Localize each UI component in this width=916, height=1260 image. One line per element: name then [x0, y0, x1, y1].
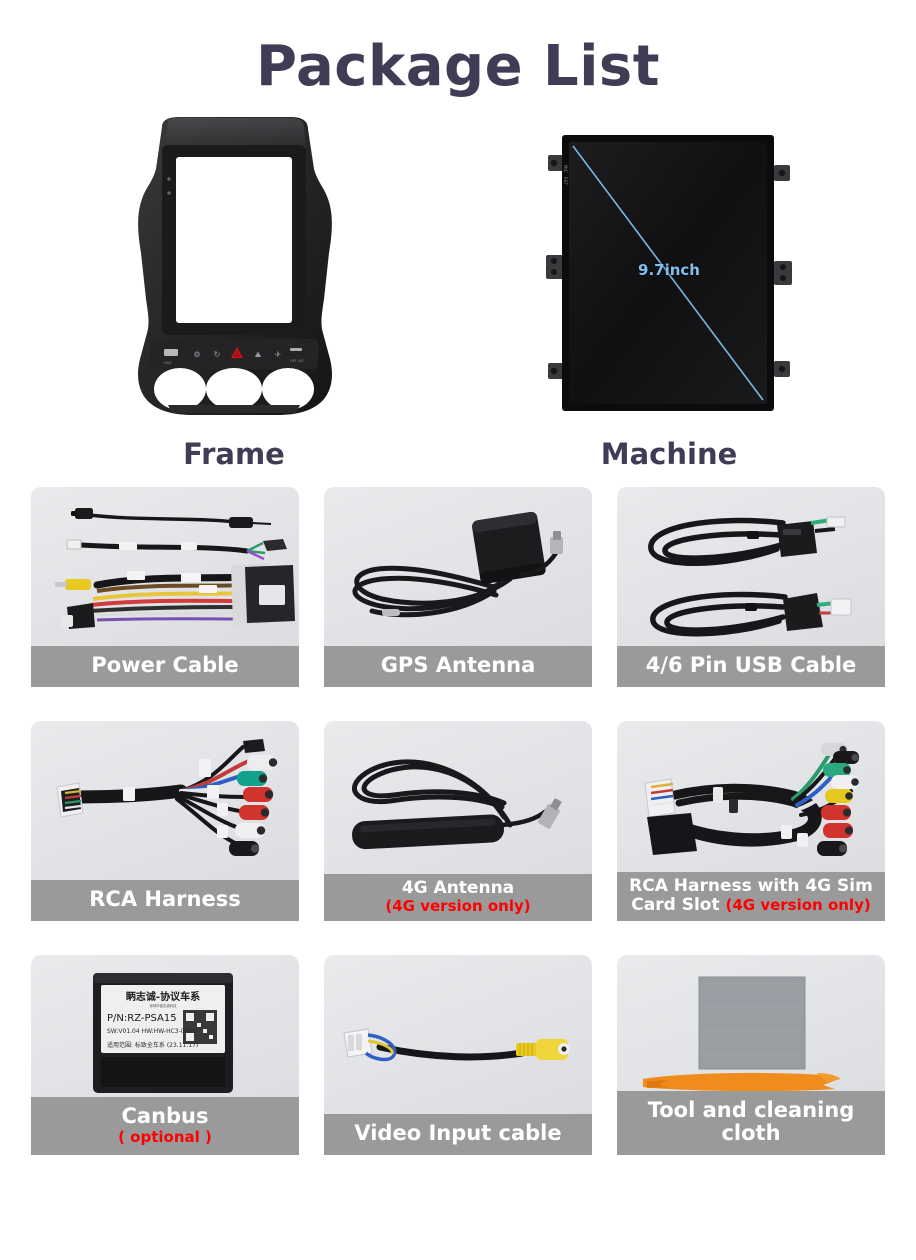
tool-cloth-image: [617, 955, 885, 1091]
svg-text:P/N:RZ-PSA15: P/N:RZ-PSA15: [107, 1013, 177, 1024]
accessory-label-note: ( optional ): [118, 1128, 212, 1146]
svg-text:HAZ: HAZ: [164, 361, 172, 365]
video-input-cable-image: [324, 955, 592, 1114]
svg-text:OFF A/C: OFF A/C: [290, 359, 305, 363]
accessory-card-canbus: 眪志诚-协议车系 深圳市盘志诚科技 P/N:RZ-PSA15 SW:V01.04…: [31, 954, 299, 1155]
frame-image: HAZ ⚙ ↻ ⛰ ✈ OFF A/C: [118, 116, 350, 427]
usb-cable-image: [617, 487, 885, 646]
hero-item-machine: MIC RST 9.7inch Machine: [540, 117, 798, 471]
svg-text:深圳市盘志诚科技: 深圳市盘志诚科技: [149, 1003, 177, 1008]
accessory-card-usb-cable: 4/6 Pin USB Cable: [617, 486, 885, 687]
accessory-label-text: Video Input cable: [354, 1121, 562, 1146]
svg-text:⚙: ⚙: [193, 350, 200, 359]
accessory-card-power-cable: Power Cable: [31, 486, 299, 687]
accessory-label-text: 4G Antenna: [401, 877, 515, 898]
power-cable-image: [31, 487, 299, 646]
accessory-card-rca-harness-sim: RCA Harness with 4G Sim Card Slot (4G ve…: [617, 720, 885, 921]
accessory-card-video-input-cable: Video Input cable: [324, 954, 592, 1155]
accessory-card-tool-cloth: Tool and cleaning cloth: [617, 954, 885, 1155]
hero-item-frame: HAZ ⚙ ↻ ⛰ ✈ OFF A/C: [118, 116, 350, 471]
hero-row: HAZ ⚙ ↻ ⛰ ✈ OFF A/C: [0, 111, 916, 471]
accessory-card-rca-harness: RCA Harness: [31, 720, 299, 921]
svg-text:↻: ↻: [214, 350, 221, 359]
frame-caption: Frame: [183, 436, 285, 471]
accessory-label: RCA Harness: [31, 879, 299, 921]
accessory-label-text: RCA Harness: [89, 887, 241, 912]
svg-text:RST: RST: [563, 177, 568, 185]
svg-text:✈: ✈: [275, 350, 282, 359]
accessory-label: GPS Antenna: [324, 645, 592, 687]
svg-text:⛰: ⛰: [255, 350, 262, 359]
accessory-label: Canbus ( optional ): [31, 1097, 299, 1155]
accessory-card-gps-antenna: GPS Antenna: [324, 486, 592, 687]
svg-text:SW:V01.04 HW:HW-HC3-0400: SW:V01.04 HW:HW-HC3-0400: [107, 1028, 196, 1035]
gps-antenna-image: [324, 487, 592, 646]
rca-harness-image: [31, 721, 299, 880]
accessory-label: Video Input cable: [324, 1113, 592, 1155]
accessory-label-text: Power Cable: [91, 653, 239, 678]
accessory-grid: Power Cable: [30, 486, 886, 1155]
accessory-label: Power Cable: [31, 645, 299, 687]
accessory-label: Tool and cleaning cloth: [617, 1090, 885, 1155]
4g-antenna-image: [324, 721, 592, 874]
svg-text:MIC: MIC: [563, 165, 568, 173]
machine-image: MIC RST 9.7inch: [540, 117, 798, 427]
accessory-label-text: Tool and cleaning cloth: [647, 1097, 855, 1146]
accessory-label-note: (4G version only): [725, 895, 871, 914]
svg-text:适用范围: 标致全车系 (23.11.17): 适用范围: 标致全车系 (23.11.17): [107, 1041, 198, 1049]
accessory-label-line2: Card Slot (4G version only): [621, 894, 881, 915]
accessory-label-note: (4G version only): [385, 897, 531, 915]
accessory-label-text: 4/6 Pin USB Cable: [645, 653, 857, 678]
accessory-label: 4/6 Pin USB Cable: [617, 645, 885, 687]
accessory-label-text: RCA Harness with 4G Sim: [629, 875, 873, 896]
svg-text:眪志诚-协议车系: 眪志诚-协议车系: [126, 990, 200, 1003]
machine-caption: Machine: [600, 436, 738, 471]
accessory-label-text: Canbus: [121, 1104, 209, 1129]
accessory-label-text: GPS Antenna: [380, 653, 536, 678]
canbus-image: 眪志诚-协议车系 深圳市盘志诚科技 P/N:RZ-PSA15 SW:V01.04…: [31, 955, 299, 1098]
accessory-card-4g-antenna: 4G Antenna (4G version only): [324, 720, 592, 921]
accessory-label: 4G Antenna (4G version only): [324, 873, 592, 921]
page-title: Package List: [255, 34, 661, 99]
rca-harness-sim-image: [617, 721, 885, 872]
accessory-label: RCA Harness with 4G Sim Card Slot (4G ve…: [617, 871, 885, 921]
accessory-label-text2: Card Slot: [631, 894, 726, 915]
